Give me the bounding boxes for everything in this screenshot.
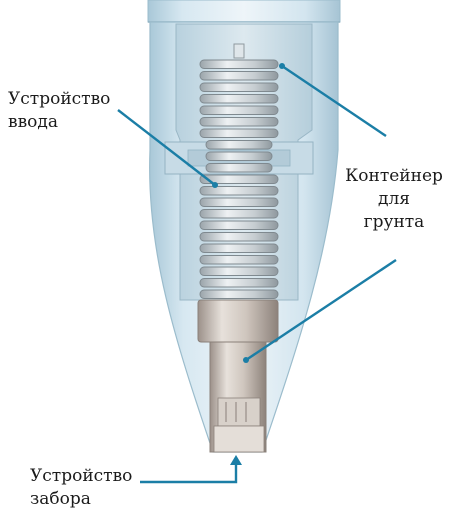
- spring-stem: [233, 43, 245, 59]
- spring-coil: [205, 140, 273, 150]
- spring-coil: [199, 243, 279, 253]
- label-input-device-line1: Устройство: [8, 89, 111, 109]
- pointer-input-device-dot: [212, 182, 218, 188]
- label-intake-device: Устройство забора: [30, 465, 132, 511]
- pointer-input-device: [117, 109, 216, 186]
- spring-coil: [199, 209, 279, 219]
- spring-coil: [199, 128, 279, 138]
- spring-coil: [199, 71, 279, 81]
- label-soil-container-line3: грунта: [363, 212, 425, 232]
- spring-coil: [199, 220, 279, 230]
- label-soil-container-line1: Контейнер: [345, 166, 443, 186]
- label-input-device-line2: ввода: [8, 112, 58, 132]
- spring-coil: [199, 197, 279, 207]
- spring-coil: [199, 278, 279, 288]
- pointer-container-upper: [281, 65, 387, 137]
- spring-coil: [205, 151, 273, 161]
- spring-coil: [199, 117, 279, 127]
- pointer-intake-arrowhead: [230, 455, 242, 465]
- label-soil-container-line2: для: [378, 189, 410, 209]
- label-soil-container: Контейнер для грунта: [343, 165, 445, 234]
- pointer-intake-device: [140, 462, 238, 484]
- spring-coil: [199, 174, 279, 184]
- spring-coil: [199, 82, 279, 92]
- spring-coil: [199, 186, 279, 196]
- spring-coil: [199, 266, 279, 276]
- intake-tube: [197, 299, 279, 453]
- spring-coil: [199, 255, 279, 265]
- barrel-top: [147, 0, 341, 23]
- spring-coil: [199, 232, 279, 242]
- spring-coil: [199, 59, 279, 69]
- spring-coil: [199, 94, 279, 104]
- pointer-container-lower: [245, 259, 397, 361]
- spring-coil: [199, 105, 279, 115]
- spring-coil: [199, 289, 279, 299]
- spring-coil: [205, 163, 273, 173]
- label-intake-device-line1: Устройство: [30, 466, 133, 486]
- pointer-container-upper-dot: [279, 63, 285, 69]
- pointer-container-lower-dot: [243, 357, 249, 363]
- label-input-device: Устройство ввода: [8, 88, 110, 134]
- spring-coils: [199, 59, 279, 299]
- label-intake-device-line2: забора: [30, 489, 91, 509]
- pointer-lines: [117, 63, 397, 484]
